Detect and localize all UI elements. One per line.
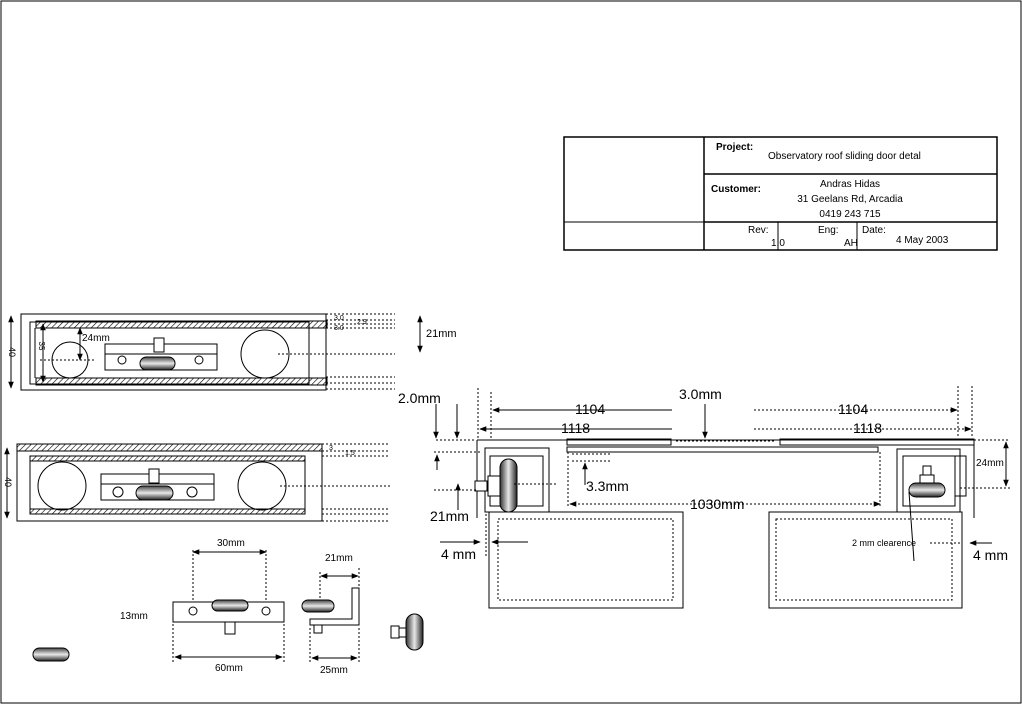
top-rail-section: 40 35 24mm 3.0 2.9 3.0 21mm — [7, 313, 457, 391]
top-dim-35: 35 — [37, 342, 46, 351]
customer-phone: 0419 243 715 — [819, 209, 881, 220]
middle-rail-section: 40 3 1.5 — [3, 443, 390, 522]
dim-2-0mm: 2.0mm — [398, 390, 441, 406]
top-dim-3-0-b: 3.0 — [334, 325, 344, 332]
top-dim-21mm: 21mm — [426, 328, 457, 340]
rev-label: Rev: — [748, 225, 769, 236]
dim-3-0mm: 3.0mm — [679, 386, 722, 402]
date-label: Date: — [862, 225, 886, 236]
date-value: 4 May 2003 — [896, 235, 949, 246]
eng-value: AH — [844, 238, 858, 249]
dim-1118-right: 1118 — [853, 420, 882, 436]
project-label: Project: — [716, 142, 753, 153]
dim-1104-right: 1104 — [838, 401, 868, 417]
eng-label: Eng: — [818, 225, 839, 236]
bracket-dim-25mm: 25mm — [320, 665, 348, 676]
dim-3-3mm: 3.3mm — [586, 478, 629, 494]
top-dim-3-0-a: 3.0 — [334, 315, 344, 322]
main-door-section: 2 mm clearence 2.0mm 3.0mm 1104 1104 111… — [398, 386, 1010, 609]
dim-4mm-left: 4 mm — [441, 546, 476, 562]
rev-value: 1.0 — [771, 238, 785, 249]
customer-label: Customer: — [711, 184, 761, 195]
dim-4mm-right: 4 mm — [973, 547, 1008, 563]
bracket-dim-13mm: 13mm — [120, 611, 148, 622]
top-dim-24mm: 24mm — [82, 333, 110, 344]
project-value: Observatory roof sliding door detal — [768, 151, 921, 162]
mid-dim-1-5: 1.5 — [345, 450, 355, 457]
mid-dim-3: 3 — [329, 445, 333, 452]
top-dim-40: 40 — [7, 347, 17, 357]
title-block: Project: Observatory roof sliding door d… — [563, 136, 998, 251]
dim-1104-left: 1104 — [575, 401, 605, 417]
mid-dim-40: 40 — [3, 477, 13, 487]
bracket-dim-30mm: 30mm — [217, 538, 245, 549]
dim-24mm: 24mm — [976, 458, 1004, 469]
dim-1030mm: 1030mm — [690, 496, 744, 512]
bracket-details: 30mm 13mm 60mm 21mm 25mm — [32, 538, 424, 676]
clearance-label: 2 mm clearence — [852, 538, 916, 548]
top-dim-2-9: 2.9 — [357, 319, 367, 326]
customer-name: Andras Hidas — [820, 179, 880, 190]
bracket-dim-60mm: 60mm — [215, 663, 243, 674]
bracket-dim-21mm: 21mm — [325, 553, 353, 564]
dim-21mm: 21mm — [430, 508, 469, 524]
dim-1118-left: 1118 — [561, 420, 590, 436]
customer-address: 31 Geelans Rd, Arcadia — [797, 194, 903, 205]
